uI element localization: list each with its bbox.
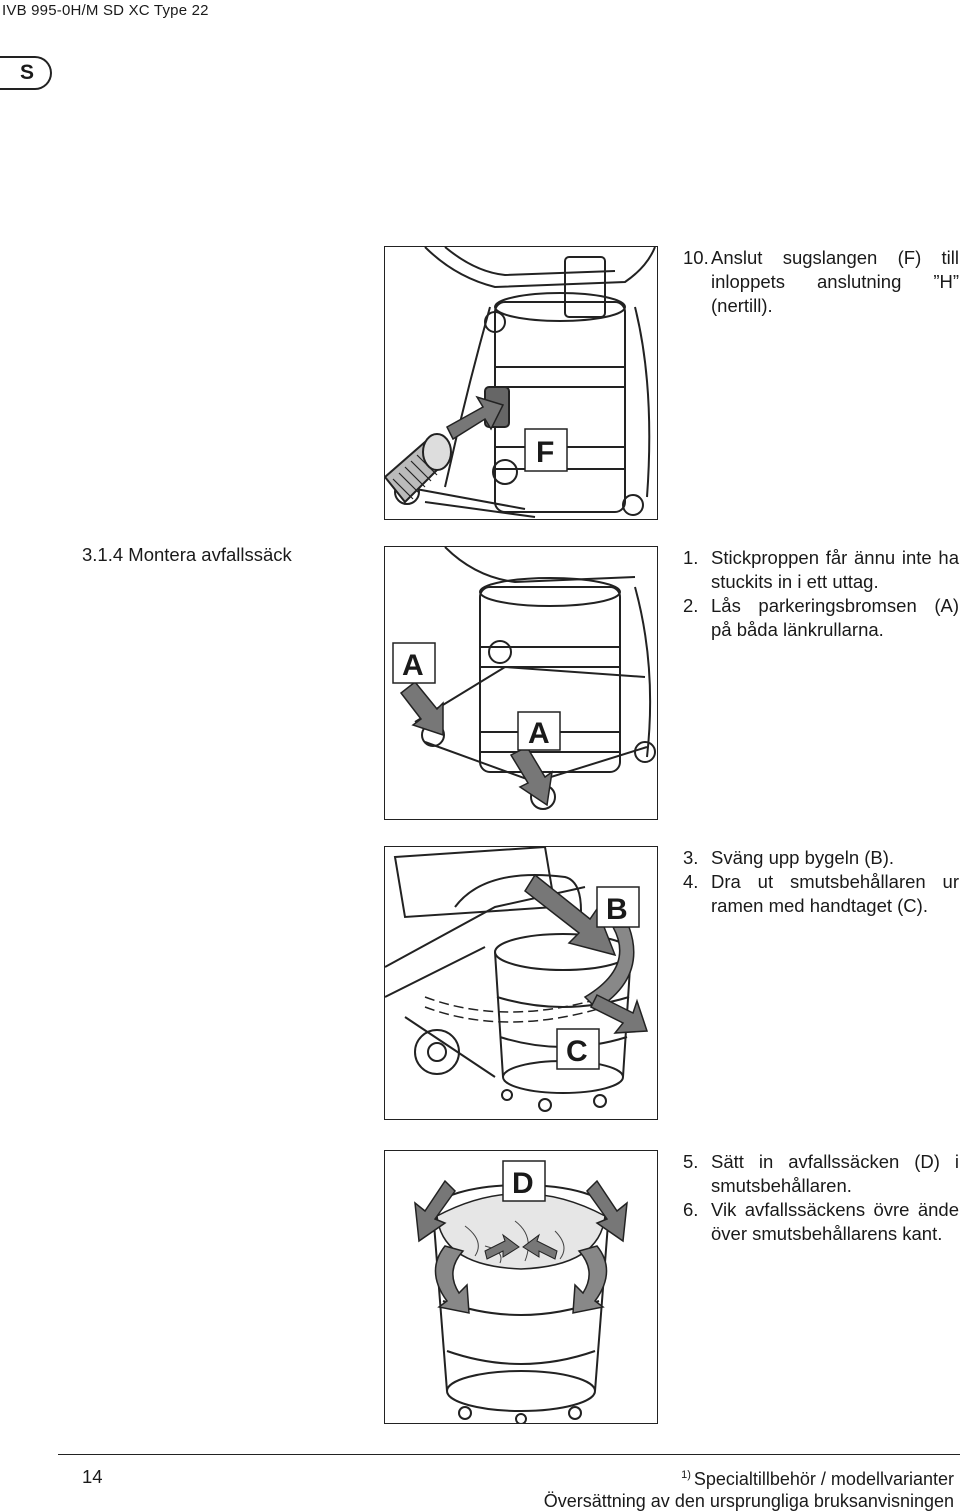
footer-divider [58,1454,960,1455]
document-header-title: IVB 995-0H/M SD XC Type 22 [2,2,209,19]
step-number: 2. [683,595,699,616]
vacuum-hose-illustration: F [385,247,656,518]
language-badge: S [0,56,52,90]
figure-parking-brakes: A A [384,546,658,820]
step-text: Sväng upp bygeln (B). [711,847,895,868]
step-text: Lås parkeringsbromsen (A) på båda länkru… [711,595,959,640]
steps-5-6: 5. Sätt in avfallssäcken (D) i smutsbehål… [683,1150,959,1246]
step-text: Sätt in avfallssäcken (D) i smutsbehålla… [711,1151,959,1196]
container-removal-illustration: B C [385,847,649,1112]
figure-container-removal: B C [384,846,658,1120]
step-number: 3. [683,847,699,868]
figure-label-c: C [566,1035,588,1068]
section-heading: 3.1.4 Montera avfallssäck [82,544,292,565]
steps-3-4: 3. Sväng upp bygeln (B). 4. Dra ut smutsbe… [683,846,959,918]
footnote-text: Specialtillbehör / modellvarianter [693,1469,954,1489]
footer-notes: 1)Specialtillbehör / modellvarianter Öve… [544,1464,954,1512]
step-text: Dra ut smutsbehållaren ur ramen med hand… [711,871,959,916]
step-number: 10. [683,247,709,268]
figure-label-a-left: A [402,649,424,682]
waste-bag-illustration: D [414,1160,628,1423]
figure-label-d: D [512,1167,534,1200]
figure-hose-connection: F [384,246,658,520]
steps-1-2: 1. Stickproppen får ännu inte ha stuckits… [683,546,959,642]
step-number: 6. [683,1199,699,1220]
step-number: 1. [683,547,699,568]
footnote-marker: 1) [681,1469,691,1481]
figure-label-f: F [536,436,554,469]
step-text: Anslut sugslangen (F) till inloppets ans… [711,247,959,316]
figure-waste-bag: D [384,1150,658,1424]
page-number: 14 [82,1466,103,1487]
step-text: Stickproppen får ännu inte ha stuckits i… [711,547,959,592]
figure-label-b: B [606,893,628,926]
step-number: 4. [683,871,699,892]
step-10: 10.Anslut sugslangen (F) till inloppets … [683,246,959,318]
vacuum-brakes-illustration: A A [392,547,656,810]
step-number: 5. [683,1151,699,1172]
step-text: Vik avfallssäckens övre ände över smutsb… [711,1199,959,1244]
translation-note: Översättning av den ursprungliga bruksan… [543,1491,954,1511]
figure-label-a-right: A [528,717,550,750]
